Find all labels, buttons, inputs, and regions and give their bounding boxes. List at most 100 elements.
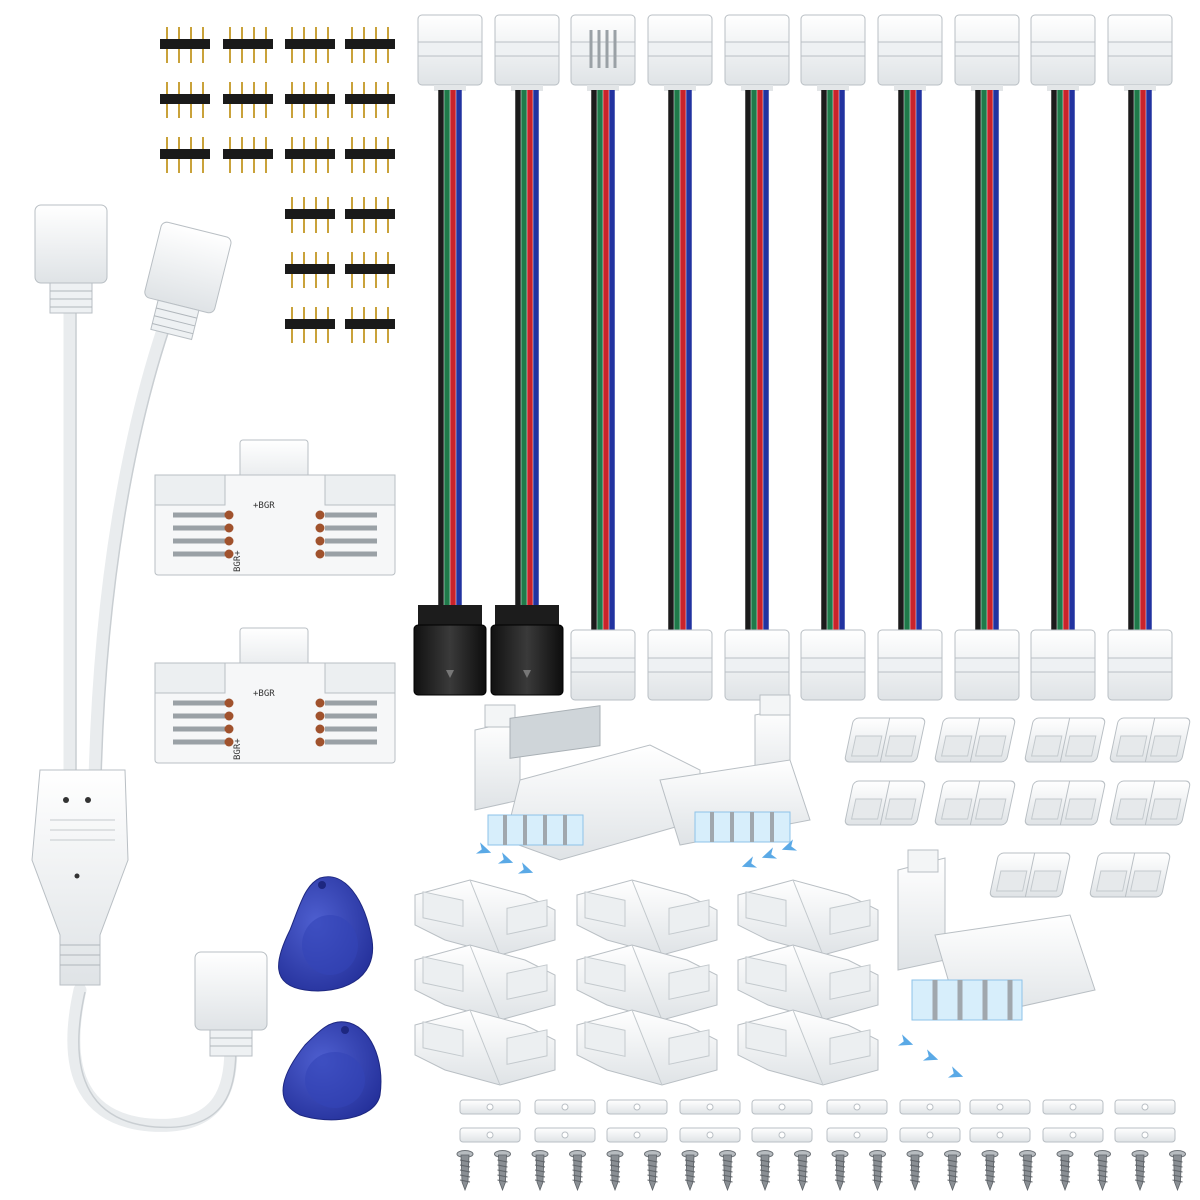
l-corner-connector (737, 944, 879, 1021)
screw (794, 1150, 811, 1192)
push-in-arrow-icon (922, 1049, 939, 1061)
pigtail-cable (1030, 14, 1096, 701)
pigtail-cable (647, 14, 713, 701)
pin-header (285, 197, 335, 233)
gap-connector (1024, 780, 1106, 826)
pin-header (345, 252, 395, 288)
mounting-clip (534, 1099, 596, 1115)
pin-header (285, 137, 335, 173)
mounting-clip (826, 1099, 888, 1115)
screw (644, 1150, 661, 1192)
pigtail-cable-group (413, 14, 1173, 701)
pigtail-cable (413, 14, 487, 696)
push-in-arrow-icon (761, 847, 778, 859)
pin-header (285, 252, 335, 288)
screw (531, 1150, 549, 1192)
pry-tool (282, 1021, 382, 1121)
screw-group (456, 1150, 1186, 1192)
push-in-arrow-icon (497, 852, 514, 864)
mounting-clip (679, 1127, 741, 1143)
gap-connector (1024, 717, 1106, 763)
l-corner-connector (414, 944, 556, 1021)
screw (756, 1150, 774, 1192)
pigtail-cable (800, 14, 866, 701)
pin-header (345, 197, 395, 233)
pigtail-cable (570, 14, 636, 701)
pigtail-cable (724, 14, 790, 701)
screw (681, 1150, 699, 1192)
push-in-arrow-icon (781, 839, 798, 851)
l-corner-connector (414, 879, 556, 956)
l-corner-connector (737, 1009, 879, 1086)
mounting-clip (969, 1127, 1031, 1143)
mounting-clip (899, 1099, 961, 1115)
pin-header (160, 82, 210, 118)
pin-header (285, 27, 335, 63)
gap-connector (844, 780, 926, 826)
mounting-clip (534, 1127, 596, 1143)
mounting-clip (1042, 1127, 1104, 1143)
pcb-marking-vertical: BGR+ (233, 550, 243, 572)
screw (1094, 1150, 1111, 1192)
open-l-connector-left (474, 704, 701, 861)
mounting-clip (751, 1099, 813, 1115)
pcb-marking: +BGR (253, 689, 275, 699)
female-plug-tilted (144, 221, 232, 341)
t-connector: +BGR BGR+ (154, 439, 396, 576)
open-l-connector-right (659, 694, 811, 846)
screw (606, 1150, 624, 1192)
l-corner-connector (737, 879, 879, 956)
push-in-arrow-icon (897, 1034, 964, 1078)
pigtail-cable (1107, 14, 1173, 701)
gap-connector (1109, 717, 1191, 763)
female-plug-top-left (34, 204, 108, 314)
screw (569, 1150, 586, 1192)
screw (719, 1150, 736, 1192)
pin-header (223, 27, 273, 63)
female-plug-bottom (194, 951, 268, 1057)
l-corner-connector (576, 879, 718, 956)
screw (1131, 1150, 1149, 1192)
push-in-arrow-icon (897, 1034, 914, 1046)
pin-header-group (160, 27, 395, 343)
pin-header (223, 82, 273, 118)
screw (906, 1150, 924, 1192)
screw (1019, 1150, 1036, 1192)
pcb-marking-vertical: BGR+ (233, 738, 243, 760)
mounting-clip (606, 1127, 668, 1143)
mounting-clip (751, 1127, 813, 1143)
screw (1169, 1150, 1186, 1192)
push-in-arrow-icon (475, 839, 798, 874)
open-straight-connector (897, 849, 1096, 1078)
l-corner-connector-group (414, 879, 879, 1086)
mounting-clip (1114, 1099, 1176, 1115)
pry-tool-group (278, 876, 382, 1121)
screw (1056, 1150, 1074, 1192)
mounting-clip (606, 1099, 668, 1115)
push-in-arrow-icon (741, 856, 758, 868)
t-connector-group: +BGR BGR+ +BGR BGR+ (154, 439, 396, 764)
screw (494, 1150, 511, 1192)
gap-connector (844, 717, 926, 763)
pin-header (160, 27, 210, 63)
mounting-clip (826, 1127, 888, 1143)
pin-header (345, 137, 395, 173)
screw (869, 1150, 886, 1192)
push-in-arrow-icon (475, 842, 492, 854)
screw (831, 1150, 849, 1192)
pin-header (285, 307, 335, 343)
pin-header (345, 82, 395, 118)
screw (456, 1150, 474, 1192)
pigtail-cable (954, 14, 1020, 701)
gap-connector-group (844, 717, 1191, 898)
l-corner-connector (576, 944, 718, 1021)
pcb-marking: +BGR (253, 501, 275, 511)
gap-connector (934, 780, 1016, 826)
y-splitter-cable (31, 204, 268, 1132)
pin-header (285, 82, 335, 118)
pigtail-cable (490, 14, 564, 696)
t-connector: +BGR BGR+ (154, 627, 396, 764)
gap-connector (1089, 852, 1171, 898)
screw (944, 1150, 961, 1192)
